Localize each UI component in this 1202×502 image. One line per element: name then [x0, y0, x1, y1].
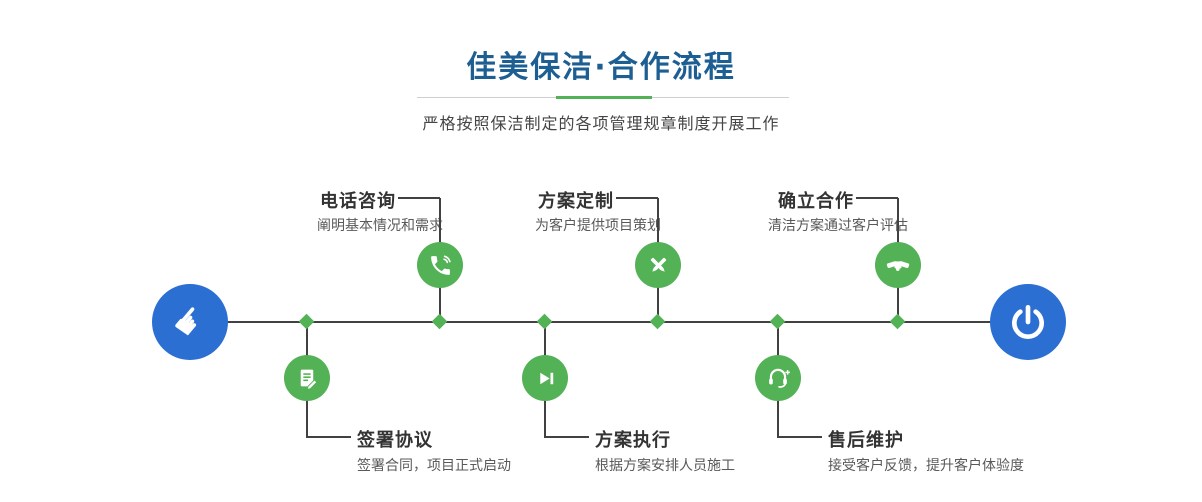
design-pen-icon: [650, 257, 666, 272]
step-desc: 接受客户反馈，提升客户体验度: [828, 458, 1024, 474]
connector: [306, 400, 308, 438]
connector: [777, 323, 779, 356]
timeline-node-diamond: [889, 313, 906, 330]
step-plan-design: [635, 242, 681, 288]
step-title: 方案定制: [538, 191, 614, 212]
step-desc: 阐明基本情况和需求: [317, 218, 443, 234]
step-title: 电话咨询: [320, 191, 396, 212]
timeline-node-diamond: [769, 313, 786, 330]
connector: [439, 198, 441, 243]
page-title: 佳美保洁·合作流程: [466, 50, 736, 85]
step-after-sales: [755, 355, 801, 401]
title-divider-accent: [556, 96, 652, 99]
phone-icon: [430, 255, 451, 275]
page-subtitle: 严格按照保洁制定的各项管理规章制度开展工作: [422, 114, 780, 133]
step-desc: 签署合同，项目正式启动: [357, 458, 511, 474]
timeline-node-diamond: [536, 313, 553, 330]
connector: [544, 436, 589, 438]
connector: [306, 436, 351, 438]
connector: [777, 400, 779, 438]
step-title: 售后维护: [828, 430, 904, 451]
handshake-icon: [886, 261, 910, 271]
timeline-node-diamond: [649, 313, 666, 330]
timeline-line: [190, 321, 1030, 323]
step-title: 方案执行: [595, 430, 671, 451]
pointing-hand-icon: ☛: [163, 296, 216, 348]
connector: [856, 197, 898, 199]
step-title: 签署协议: [357, 430, 433, 451]
connector: [306, 323, 308, 356]
power-icon: [1012, 305, 1044, 339]
timeline-node-diamond: [431, 313, 448, 330]
connector: [616, 197, 658, 199]
step-title: 确立合作: [778, 191, 854, 212]
headset-icon: [769, 368, 790, 388]
step-confirm-cooperation: [875, 242, 921, 288]
step-phone-consult: [417, 242, 463, 288]
connector: [544, 400, 546, 438]
connector: [544, 323, 546, 356]
connector: [777, 436, 822, 438]
play-icon: [539, 372, 553, 384]
timeline-node-diamond: [298, 313, 315, 330]
connector: [897, 198, 899, 243]
connector: [398, 197, 440, 199]
contract-icon: [300, 369, 318, 390]
timeline-end-node: [990, 284, 1066, 360]
connector: [439, 287, 441, 322]
step-plan-execute: [522, 355, 568, 401]
step-desc: 清洁方案通过客户评估: [768, 218, 908, 234]
connector: [657, 198, 659, 243]
connector: [657, 287, 659, 322]
timeline-start-node: ☛: [152, 284, 228, 360]
step-sign-agreement: [284, 355, 330, 401]
step-desc: 根据方案安排人员施工: [595, 458, 735, 474]
step-desc: 为客户提供项目策划: [535, 218, 661, 234]
connector: [897, 287, 899, 322]
